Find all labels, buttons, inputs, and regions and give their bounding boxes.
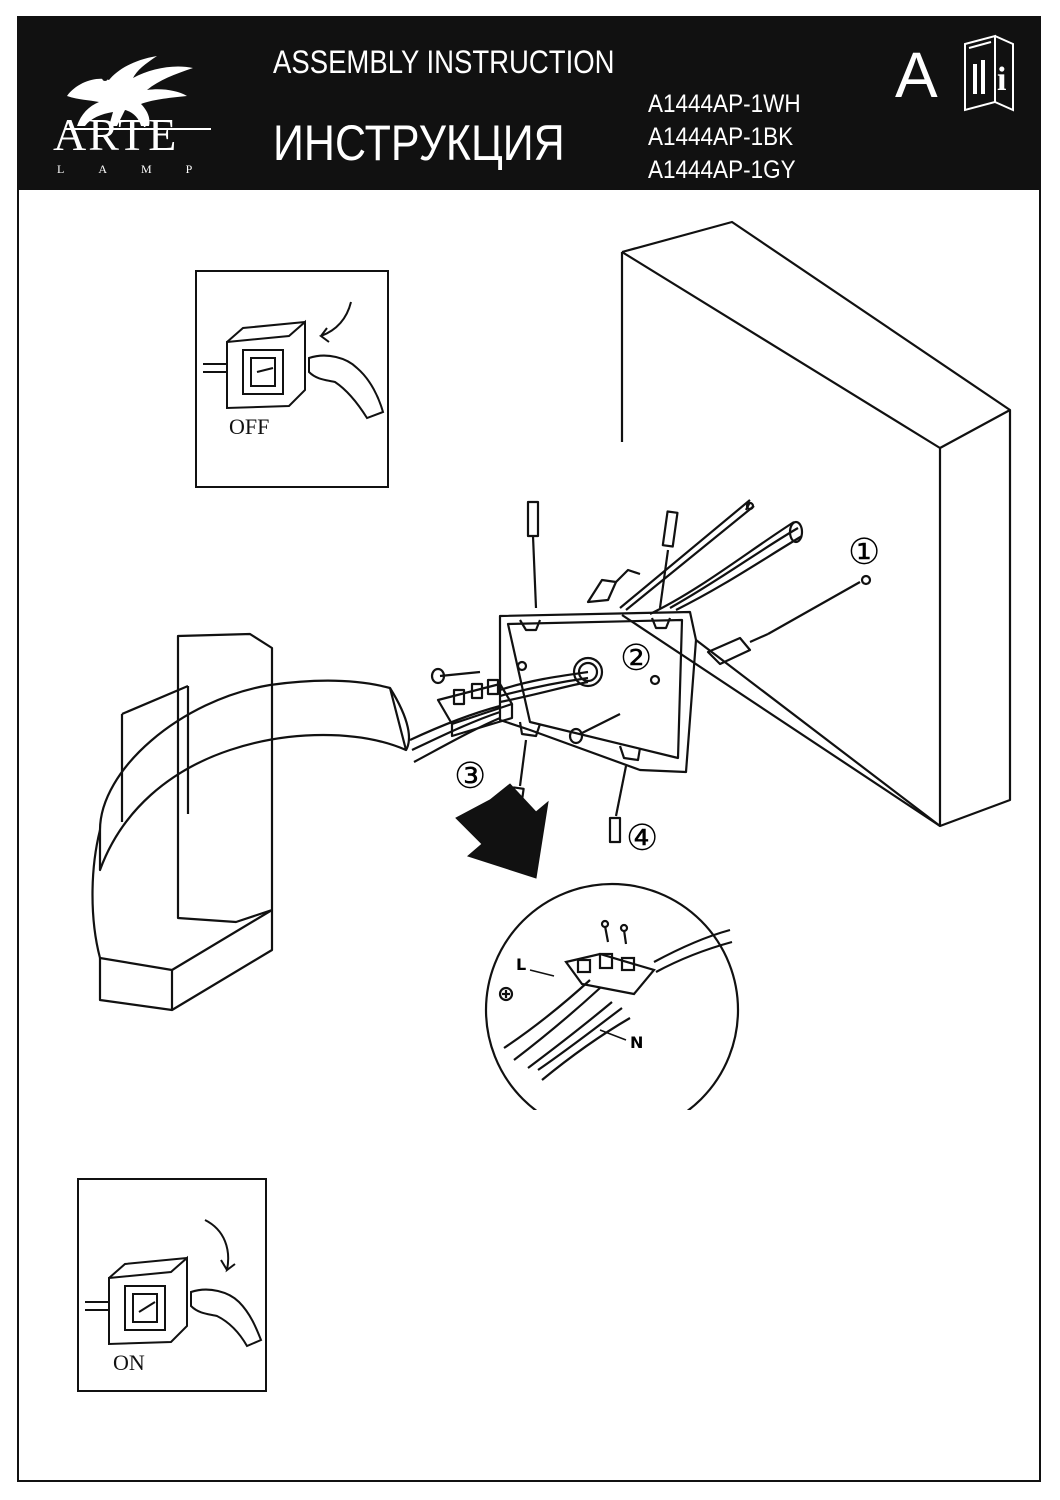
svg-text:i: i: [997, 61, 1006, 98]
lamp-body: [91, 632, 411, 1012]
brand-name: ARTE: [53, 109, 179, 160]
section-letter: A: [895, 39, 938, 111]
title-russian: ИНСТРУКЦИЯ: [273, 115, 565, 171]
switch-off-label: OFF: [229, 414, 270, 439]
anchors-and-screws: [430, 500, 872, 844]
switch-on-panel: ON: [77, 1178, 267, 1392]
model-code: A1444AP-1GY: [648, 156, 796, 184]
manual-book-icon: i: [964, 34, 1014, 112]
step-1-label: ①: [848, 532, 880, 572]
wall-switch-icon: [203, 301, 385, 420]
switch-off-panel: OFF: [195, 270, 389, 488]
wall-switch-icon: [85, 1219, 263, 1348]
header-bar: ARTE LAMP ASSEMBLY INSTRUCTION ИНСТРУКЦИ…: [17, 16, 1041, 190]
wiring-detail-circle: [484, 882, 740, 1110]
model-code: A1444AP-1BK: [648, 123, 794, 151]
model-list: A1444AP-1WH A1444AP-1BK A1444AP-1GY: [648, 88, 818, 187]
switch-on-label: ON: [113, 1350, 145, 1375]
live-wire-label: L: [516, 955, 526, 974]
brand-subtitle: LAMP: [57, 162, 227, 176]
terminal-block: [436, 678, 514, 738]
direction-arrow-icon: [455, 783, 549, 879]
mounting-plate: [498, 610, 698, 774]
model-code: A1444AP-1WH: [648, 90, 801, 118]
neutral-wire-label: N: [630, 1033, 643, 1052]
step-3-label: ③: [454, 756, 486, 796]
griffin-logo-icon: [65, 56, 211, 130]
assembly-diagram: ① ② ③ ④ L N: [91, 220, 1012, 1110]
title-english: ASSEMBLY INSTRUCTION: [273, 44, 615, 80]
wall-wires: [409, 499, 804, 763]
step-4-label: ④: [626, 818, 658, 858]
step-2-label: ②: [620, 638, 652, 678]
wall-block: [620, 220, 1012, 828]
